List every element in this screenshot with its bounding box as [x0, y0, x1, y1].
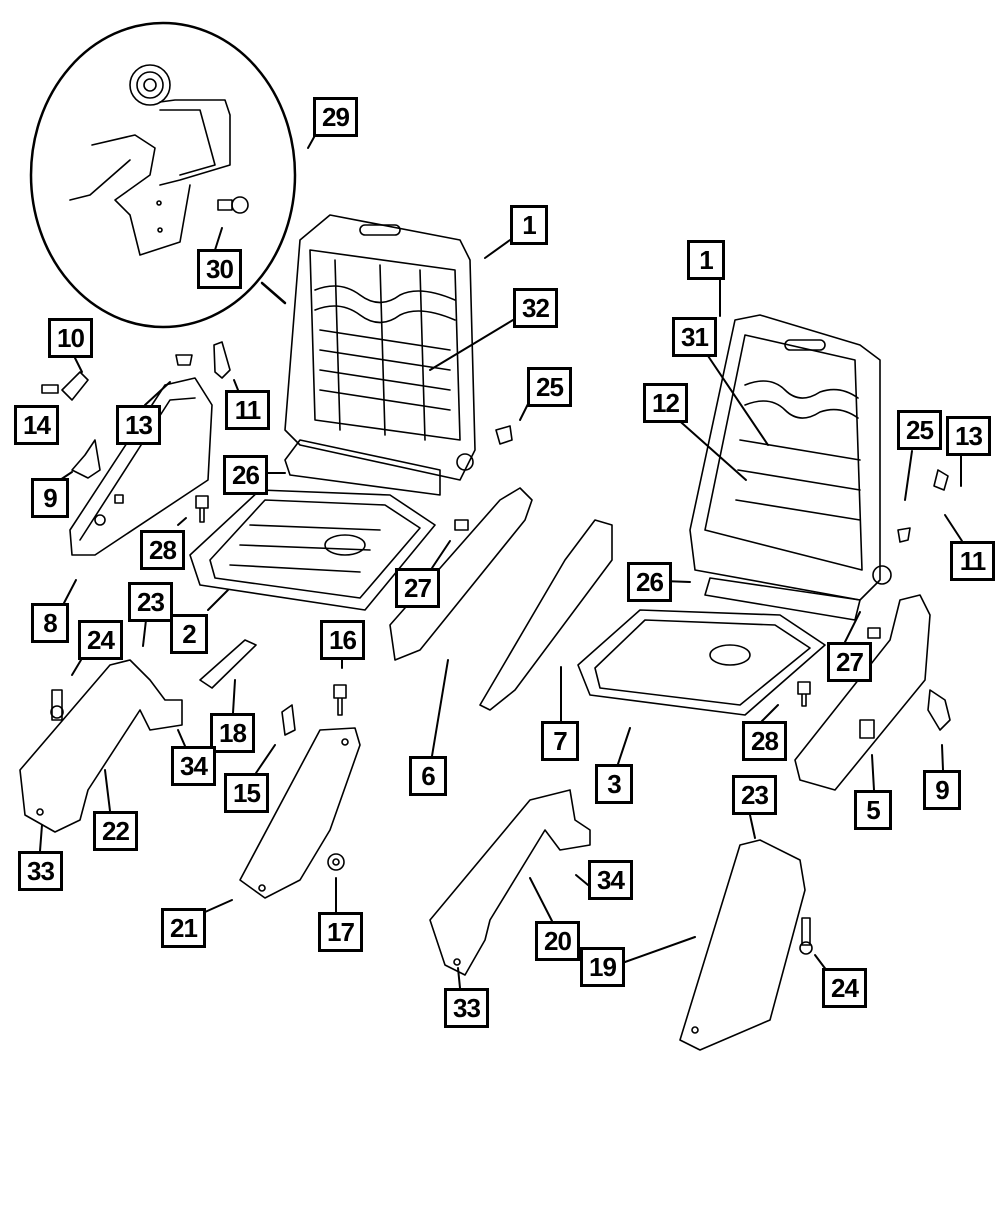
pin-13-left — [175, 354, 193, 366]
callout-2: 2 — [170, 614, 208, 654]
inboard-shield-6 — [389, 487, 533, 661]
clip-18 — [199, 639, 257, 689]
callout-1: 1 — [510, 205, 548, 245]
bolt-30-illustration — [217, 196, 249, 214]
callout-27: 27 — [827, 642, 872, 682]
outboard-shield-right — [794, 594, 931, 791]
callout-32: 32 — [513, 288, 558, 328]
callout-19: 19 — [580, 947, 625, 987]
callout-17: 17 — [318, 912, 363, 952]
callout-34: 34 — [171, 746, 216, 786]
handle-11-left — [213, 341, 231, 379]
callout-18: 18 — [210, 713, 255, 753]
callout-6: 6 — [409, 756, 447, 796]
bolt-27-left — [454, 519, 469, 531]
leader-lines — [39, 129, 963, 989]
inboard-shield-7 — [479, 519, 613, 711]
callout-11: 11 — [225, 390, 270, 430]
outboard-shield-left — [69, 377, 213, 556]
pin-25-right — [897, 527, 911, 543]
callout-28: 28 — [140, 530, 185, 570]
callout-14: 14 — [14, 405, 59, 445]
bolt-24-right — [799, 917, 813, 955]
lever-10 — [61, 371, 89, 401]
callout-26: 26 — [627, 562, 672, 602]
callout-30: 30 — [197, 249, 242, 289]
recliner-spring-illustration — [69, 64, 231, 256]
callout-33: 33 — [18, 851, 63, 891]
screw-14 — [41, 384, 59, 394]
seat-back-frame-left — [284, 214, 476, 496]
callout-9: 9 — [923, 770, 961, 810]
callout-5: 5 — [854, 790, 892, 830]
riser-20 — [429, 789, 591, 976]
detail-circle-recliner-spring — [29, 21, 297, 329]
callout-13: 13 — [116, 405, 161, 445]
callout-16: 16 — [320, 620, 365, 660]
callout-25: 25 — [897, 410, 942, 450]
callout-29: 29 — [313, 97, 358, 137]
callout-24: 24 — [822, 968, 867, 1008]
pin-13-right — [933, 469, 949, 491]
bolt-28-right — [797, 681, 811, 707]
callout-27: 27 — [395, 568, 440, 608]
callout-33: 33 — [444, 988, 489, 1028]
spring-15 — [281, 704, 296, 736]
cover-9-right — [927, 689, 951, 731]
pin-25-left — [495, 425, 513, 445]
callout-24: 24 — [78, 620, 123, 660]
bolt-28-left — [195, 495, 209, 523]
callout-23: 23 — [128, 582, 173, 622]
callout-23: 23 — [732, 775, 777, 815]
callout-25: 25 — [527, 367, 572, 407]
riser-21 — [239, 727, 361, 899]
riser-19 — [679, 839, 806, 1051]
callout-1: 1 — [687, 240, 725, 280]
callout-22: 22 — [93, 811, 138, 851]
bolt-16 — [333, 684, 347, 716]
callout-13: 13 — [946, 416, 991, 456]
callout-21: 21 — [161, 908, 206, 948]
callout-3: 3 — [595, 764, 633, 804]
callout-12: 12 — [643, 383, 688, 423]
seat-back-frame-right — [689, 314, 892, 621]
callout-20: 20 — [535, 921, 580, 961]
bolt-24-left — [50, 689, 64, 721]
callout-31: 31 — [672, 317, 717, 357]
callout-8: 8 — [31, 603, 69, 643]
callout-10: 10 — [48, 318, 93, 358]
callout-15: 15 — [224, 773, 269, 813]
cover-9-left — [71, 439, 101, 479]
callout-26: 26 — [223, 455, 268, 495]
riser-22 — [19, 659, 183, 833]
bolt-27-right — [867, 627, 881, 639]
callout-7: 7 — [541, 721, 579, 761]
callout-11: 11 — [950, 541, 995, 581]
seat-cushion-pan-right — [577, 609, 826, 716]
callout-28: 28 — [742, 721, 787, 761]
callout-34: 34 — [588, 860, 633, 900]
nut-17 — [327, 853, 345, 871]
callout-9: 9 — [31, 478, 69, 518]
